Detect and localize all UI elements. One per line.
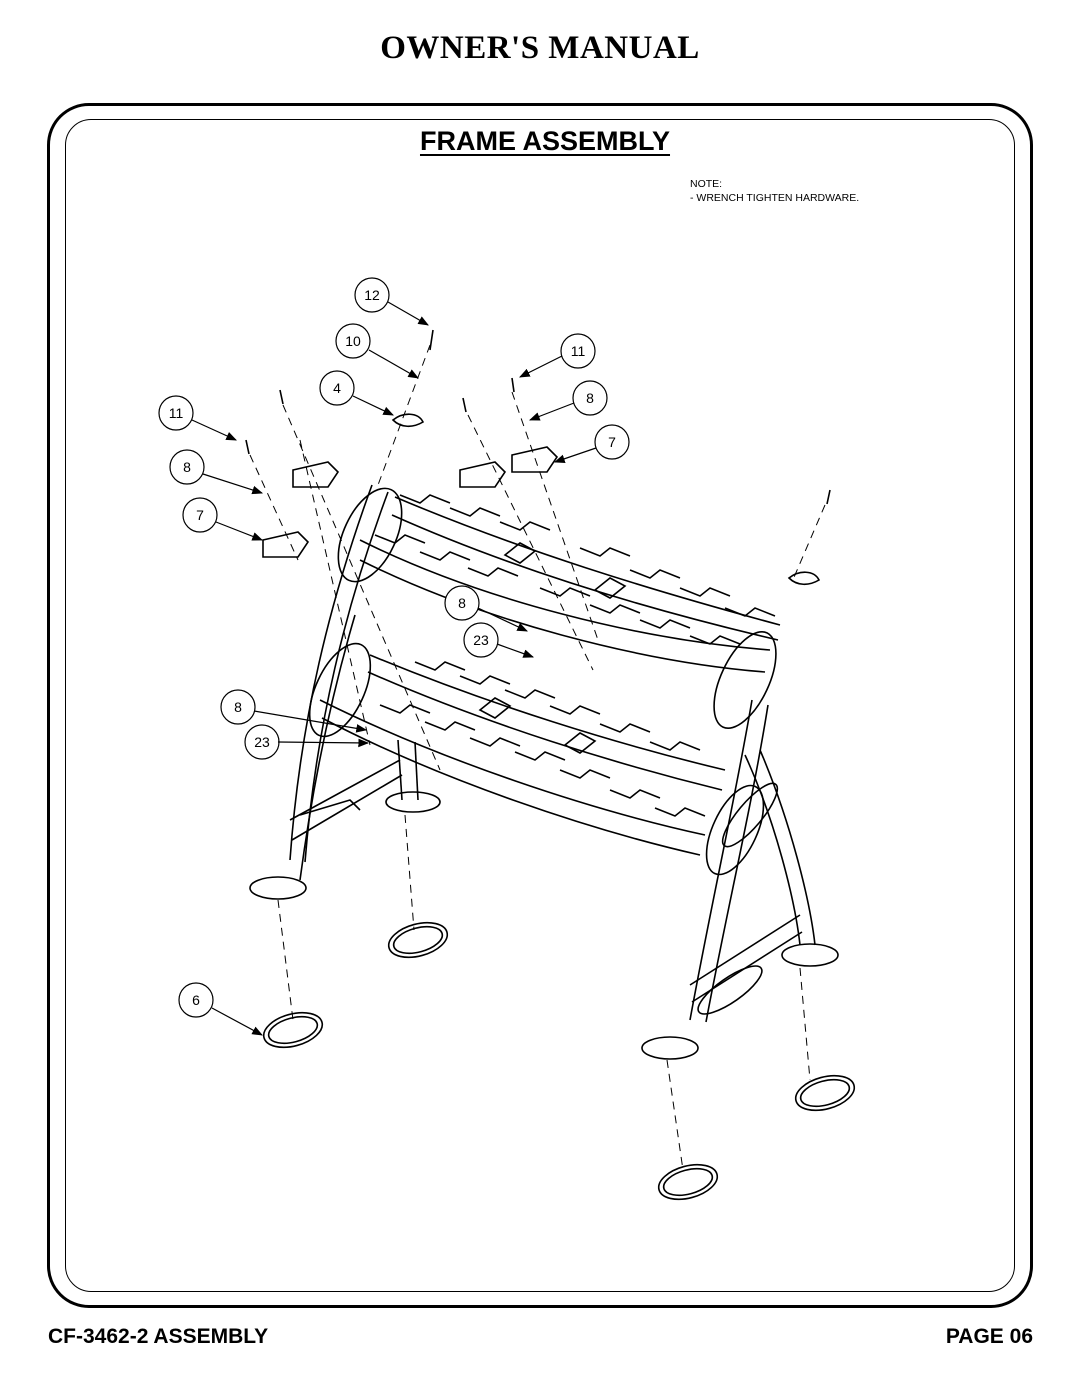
callout-label: 8 [586,390,594,406]
callout-8-left [169,449,264,495]
lower-saddles [379,661,706,817]
callout-11-right [519,333,596,378]
model-assembly-label: CF-3462-2 ASSEMBLY [48,1325,269,1348]
callout-11-left [158,395,237,441]
callout-label: 4 [333,380,341,396]
callout-label: 7 [196,507,204,523]
assembly-note: NOTE: - WRENCH TIGHTEN HARDWARE. [690,177,859,205]
upper-saddles [374,494,776,645]
callout-label: 23 [254,734,270,750]
rack-frame-drawing [245,329,856,1201]
callout-label: 11 [571,343,586,359]
callout-label: 11 [169,405,184,421]
section-title: FRAME ASSEMBLY [419,126,671,156]
callout-4 [319,370,394,416]
manual-title: OWNER'S MANUAL [380,30,700,66]
callout-label: 10 [345,333,361,349]
callout-label: 23 [473,632,489,648]
callout-23-low [244,724,370,760]
callouts [158,277,630,1036]
callout-label: 8 [183,459,191,475]
page-frame-outer [47,103,1033,1308]
page-frame-inner [65,119,1015,1292]
callout-7-right [553,424,630,463]
callout-8-mid [444,585,528,632]
note-text: - WRENCH TIGHTEN HARDWARE. [690,192,860,204]
callout-23-mid [463,622,535,658]
callout-labels: 12 10 4 11 11 8 8 7 7 8 23 8 23 6 [169,287,616,1008]
note-label: NOTE: [690,178,723,190]
callout-10 [335,323,419,379]
callout-7-left [182,497,264,541]
alignment-lines [249,344,826,1171]
callout-label: 7 [608,434,616,450]
callout-label: 6 [192,992,200,1008]
callout-8-low [220,689,368,733]
callout-6 [178,982,263,1036]
callout-label: 8 [234,699,242,715]
page-number: PAGE 06 [945,1325,1033,1348]
callout-label: 8 [458,595,466,611]
callout-8-right [528,380,608,421]
callout-12 [354,277,429,326]
callout-label: 12 [364,287,380,303]
